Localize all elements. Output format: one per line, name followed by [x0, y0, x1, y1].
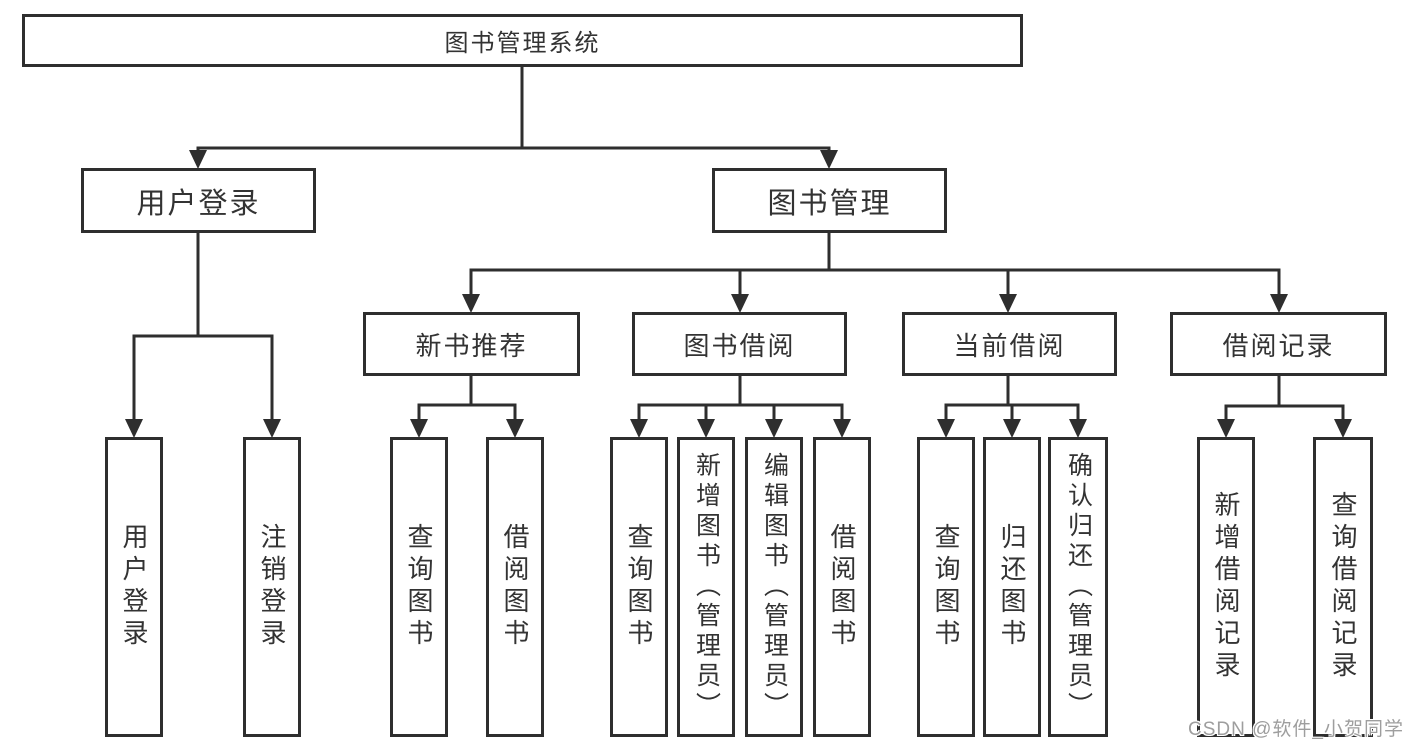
leaf-current-confirm-return-admin: 确认归还（管理员） [1048, 437, 1108, 737]
leaf-borrowing-edit-books-admin: 编辑图书（管理员） [745, 437, 803, 737]
node-library-management-system: 图书管理系统 [22, 14, 1023, 67]
edge-records-to-leaves [1224, 376, 1345, 422]
edge-login-to-leaves [132, 232, 274, 422]
node-book-management: 图书管理 [712, 168, 947, 233]
edge-recommend-to-leaves [417, 376, 517, 422]
node-borrowing-records: 借阅记录 [1170, 312, 1387, 376]
edge-management-to-level3 [469, 233, 1281, 297]
leaf-records-add-borrow-record: 新增借阅记录 [1197, 437, 1255, 737]
edge-current-to-leaves [944, 376, 1080, 422]
leaf-borrowing-borrow-books: 借阅图书 [813, 437, 871, 737]
leaf-borrowing-query-books: 查询图书 [610, 437, 668, 737]
arrowhead-icons [125, 150, 1352, 438]
leaf-logout: 注销登录 [243, 437, 301, 737]
node-new-book-recommend: 新书推荐 [363, 312, 580, 376]
leaf-current-query-books: 查询图书 [917, 437, 975, 737]
leaf-user-login: 用户登录 [105, 437, 163, 737]
edge-borrow-to-leaves [637, 376, 844, 422]
leaf-records-query-borrow-record: 查询借阅记录 [1313, 437, 1373, 737]
leaf-borrowing-add-books-admin: 新增图书（管理员） [677, 437, 735, 737]
leaf-recommend-borrow-books: 借阅图书 [486, 437, 544, 737]
edge-root-to-level2 [196, 67, 831, 153]
node-book-borrowing: 图书借阅 [632, 312, 847, 376]
csdn-watermark: CSDN @软件_小贺同学 [1188, 719, 1404, 740]
leaf-recommend-query-books: 查询图书 [390, 437, 448, 737]
node-current-borrowing: 当前借阅 [902, 312, 1117, 376]
leaf-current-return-books: 归还图书 [983, 437, 1041, 737]
node-user-login: 用户登录 [81, 168, 316, 233]
